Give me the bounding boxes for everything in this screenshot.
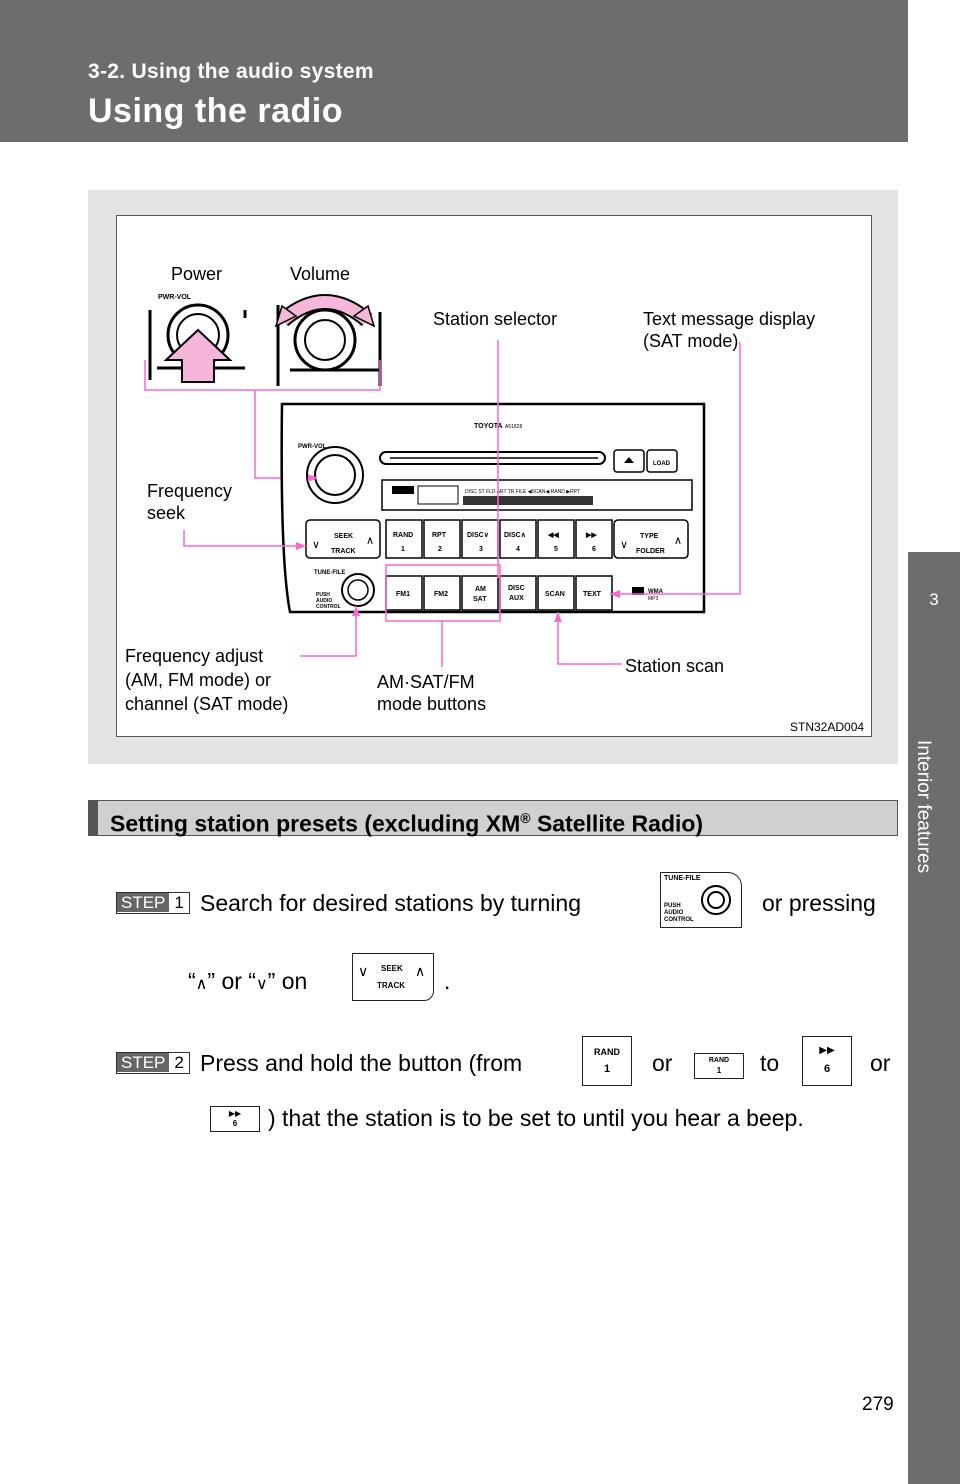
svg-text:FM1: FM1 (396, 591, 410, 598)
section-breadcrumb: 3-2. Using the audio system (88, 60, 374, 83)
svg-text:AUDIO: AUDIO (316, 598, 332, 604)
pwr-vol-detail-label: PWR-VOL (158, 294, 192, 301)
volume-knob-detail (274, 294, 382, 386)
chevron-down-icon: ∨ (358, 964, 369, 980)
page-title: Using the radio (88, 92, 343, 130)
radio-illustration: PWR-VOL TOYOTA A51828 PWR-VOL LOAD DISC … (144, 294, 741, 667)
svg-text:SCAN: SCAN (545, 591, 565, 598)
chapter-tab (908, 552, 960, 1484)
svg-text:SAT: SAT (473, 596, 487, 603)
step-2-text-a: Press and hold the button (from (200, 1050, 523, 1076)
page-header (0, 0, 908, 142)
svg-text:RAND: RAND (393, 532, 413, 539)
step-1-text-a: Search for desired stations by turning (200, 890, 581, 916)
svg-text:6: 6 (592, 546, 596, 553)
chevron-up-icon: ∧ (415, 964, 426, 980)
svg-text:DISC∧: DISC∧ (504, 532, 526, 539)
label-frequency-seek: Frequency seek (147, 481, 233, 523)
svg-text:WMA: WMA (648, 589, 664, 595)
step-2-line-2: ) that the station is to be set to until… (268, 1105, 804, 1131)
svg-text:PUSH: PUSH (316, 592, 330, 598)
label-station-scan: Station scan (625, 656, 725, 676)
label-mode-buttons: AM·SAT/FM mode buttons (377, 672, 487, 714)
svg-text:1: 1 (401, 546, 405, 553)
chapter-number: 3 (929, 590, 939, 609)
svg-text:DISC ST FLD ART TR FILE: DISC ST FLD ART TR FILE ◀SCAN◀ RAND ▶RPT (465, 489, 580, 495)
svg-text:∨: ∨ (620, 538, 628, 551)
svg-text:FOLDER: FOLDER (636, 548, 665, 555)
svg-text:TRACK: TRACK (331, 548, 356, 555)
svg-text:MP3: MP3 (648, 596, 659, 602)
svg-text:TEXT: TEXT (583, 591, 602, 598)
chapter-label: Interior features (913, 740, 934, 874)
seek-track-rocker-icon: ∨ SEEK TRACK ∧ (352, 953, 434, 1001)
svg-text:RPT: RPT (432, 532, 447, 539)
fast-forward-icon: ▶▶ (819, 1045, 835, 1056)
step-2-or-2: or (870, 1050, 891, 1076)
figure-code: STN32AD004 (790, 720, 865, 734)
step-1-text-b: or pressing (762, 890, 876, 916)
svg-text:FM2: FM2 (434, 591, 448, 598)
preset-1-small-icon: RAND 1 (694, 1053, 744, 1079)
step-2-or-1: or (652, 1050, 673, 1076)
svg-text:TOYOTA: TOYOTA (474, 423, 503, 430)
leader-arrowheads (296, 474, 620, 622)
preset-6-small-icon: ▶▶ 6 (210, 1106, 260, 1132)
svg-text:PWR-VOL: PWR-VOL (298, 444, 327, 450)
preset-1-button-icon: RAND 1 (582, 1036, 632, 1086)
label-volume: Volume (290, 264, 351, 284)
svg-text:∧: ∧ (674, 534, 682, 547)
svg-text:TYPE: TYPE (640, 533, 659, 540)
step-1-period: . (444, 968, 451, 994)
svg-text:AM: AM (475, 586, 486, 593)
svg-text:∨: ∨ (312, 538, 320, 551)
label-text-message-display: Text message display (SAT mode) (643, 309, 816, 351)
svg-text:SEEK: SEEK (334, 533, 353, 540)
section-heading-bar (88, 800, 98, 836)
label-power: Power (171, 264, 223, 284)
leader-lines (183, 340, 741, 667)
head-unit: TOYOTA A51828 PWR-VOL LOAD DISC ST FLD A… (280, 402, 706, 614)
section-title: Setting station presets (excluding XM® S… (110, 810, 704, 837)
svg-text:5: 5 (554, 546, 558, 553)
label-frequency-adjust: Frequency adjust (AM, FM mode) or channe… (125, 646, 289, 714)
step-2-to: to (760, 1050, 780, 1076)
label-station-selector: Station selector (433, 309, 558, 329)
fast-forward-icon: ▶▶ (228, 1109, 242, 1118)
step-1-line-2: “∧” or “∨” on (188, 968, 308, 994)
svg-text:3: 3 (479, 546, 483, 553)
svg-text:DISC∨: DISC∨ (467, 532, 489, 539)
svg-text:4: 4 (516, 546, 520, 553)
svg-text:▶▶: ▶▶ (585, 532, 597, 539)
power-knob-detail (148, 303, 247, 383)
svg-text:TUNE-FILE: TUNE-FILE (314, 570, 345, 576)
svg-text:AUX: AUX (509, 595, 524, 602)
preset-buttons: RAND 1 RPT 2 DISC∨ 3 DISC∧ 4 ◀◀ 5 ▶▶ 6 (385, 519, 613, 559)
svg-text:LOAD: LOAD (653, 461, 671, 467)
svg-text:2: 2 (438, 546, 442, 553)
svg-text:◀◀: ◀◀ (547, 532, 559, 539)
svg-text:∧: ∧ (366, 534, 374, 547)
svg-text:DISC: DISC (508, 585, 525, 592)
tune-file-knob-icon: TUNE-FILE PUSH AUDIO CONTROL (660, 872, 742, 928)
page-number: 279 (862, 1394, 894, 1415)
preset-6-button-icon: ▶▶ 6 (802, 1036, 852, 1086)
mode-buttons: FM1 FM2 AM SAT DISC AUX SCAN TEXT (385, 575, 613, 611)
svg-text:A51828: A51828 (505, 424, 522, 430)
svg-text:CONTROL: CONTROL (316, 604, 341, 610)
section-heading-box (88, 800, 898, 836)
